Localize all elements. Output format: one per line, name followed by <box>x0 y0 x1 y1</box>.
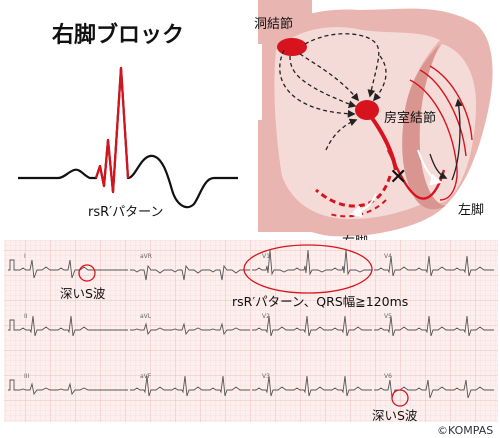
ecg-lead-label-v6: V6 <box>384 373 392 380</box>
ecg-trace-v4 <box>374 255 494 277</box>
ecg-trace-avr <box>130 264 250 281</box>
av-node-label: 房室結節 <box>384 110 436 126</box>
rsr-qrs-highlight-ellipse <box>243 244 373 294</box>
ecg-trace-iii <box>8 379 128 396</box>
sa-node-label: 洞結節 <box>254 17 293 32</box>
ecg-trace-v6 <box>374 379 494 399</box>
ecg-lead-label-v5: V5 <box>384 313 392 320</box>
copyright-notice: ©KOMPAS <box>437 424 493 437</box>
ecg-lead-label-avl: aVL <box>140 313 152 320</box>
sa-node <box>277 38 307 56</box>
ecg-lead-label-avr: aVR <box>140 253 152 260</box>
ecg-lead-label-v1: V1 <box>262 253 270 260</box>
av-node <box>355 100 379 120</box>
ecg-trace-avf <box>130 375 250 397</box>
ecg-lead-label-v4: V4 <box>384 253 392 260</box>
rsr-pattern-waveform <box>18 66 238 209</box>
conduction-block-mark: ✕ <box>389 165 407 190</box>
ecg-trace-v3 <box>252 375 372 397</box>
rsr-qrs-width-label: rsR′パターン、QRS幅≧120ms <box>232 294 408 309</box>
figure-title: 右脚ブロック <box>52 22 184 48</box>
ecg-trace-i <box>8 259 128 279</box>
ecg-lead-label-avf: aVF <box>140 373 152 380</box>
ecg-lead-label-v2: V2 <box>262 313 270 320</box>
deep-s-wave-label-v6: 深いS波 <box>372 408 418 423</box>
ecg-lead-label-v3: V3 <box>262 373 270 380</box>
ecg-trace-avl <box>130 322 250 336</box>
rsr-pattern-label: rsR′パターン <box>88 205 163 220</box>
deep-s-wave-circle-v6 <box>391 389 409 407</box>
heart-illustration: ✕ <box>258 0 493 237</box>
ecg-lead-label-iii: III <box>24 373 30 380</box>
ecg-lead-label-i: I <box>24 253 26 260</box>
ecg-lead-label-ii: II <box>24 313 28 320</box>
deep-s-wave-circle-lead1 <box>78 264 96 282</box>
ecg-trace-v5 <box>374 315 494 337</box>
ecg-trace-v1 <box>252 249 372 276</box>
ecg-trace-ii <box>8 315 128 337</box>
left-bundle-label: 左脚 <box>458 202 484 218</box>
deep-s-wave-label-lead1: 深いS波 <box>60 286 106 301</box>
ecg-trace-v2 <box>252 315 372 337</box>
